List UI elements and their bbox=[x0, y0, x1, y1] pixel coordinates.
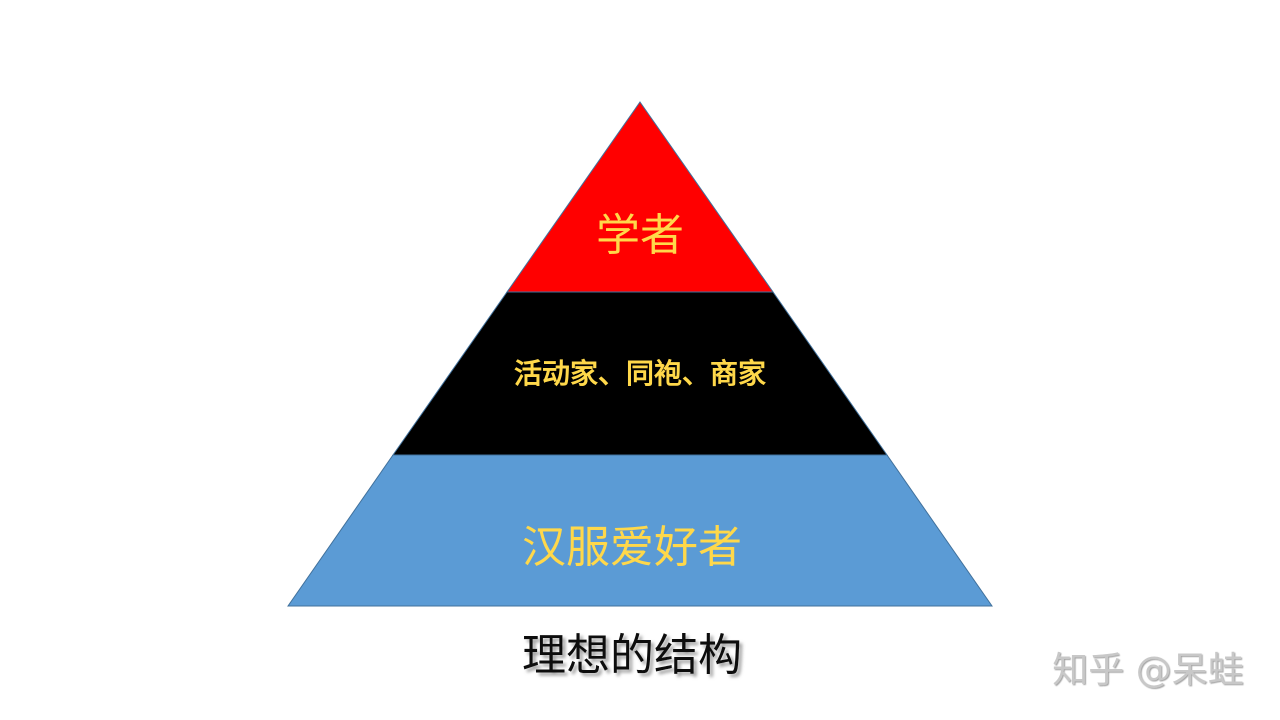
layer-label-middle: 活动家、同袍、商家 bbox=[514, 357, 766, 390]
diagram-caption: 理想的结构 bbox=[522, 630, 742, 681]
watermark: 知乎 @呆蛙 bbox=[1052, 650, 1243, 691]
pyramid-layer-top bbox=[506, 101, 774, 293]
layer-label-bottom: 汉服爱好者 bbox=[522, 522, 742, 573]
pyramid-layer-bottom bbox=[287, 454, 993, 607]
layer-label-top: 学者 bbox=[596, 210, 684, 261]
